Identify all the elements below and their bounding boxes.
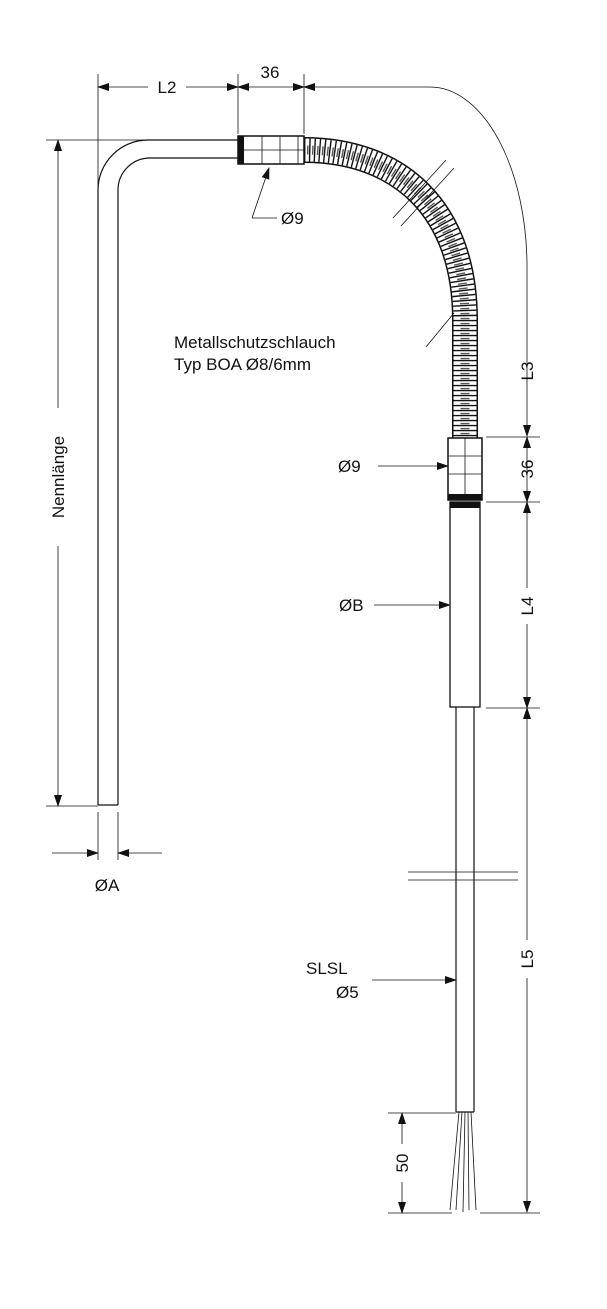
label-dia9-mid: Ø9 (338, 457, 449, 476)
dim-l2: L2 (97, 74, 305, 805)
dim-l4: L4 (486, 501, 540, 709)
dim-l5-label: L5 (518, 950, 537, 969)
hose-label-line1: Metallschutzschlauch (174, 333, 336, 352)
cable-slsl (408, 707, 518, 1113)
dim-nennlaenge-label: Nennlänge (49, 436, 68, 518)
dim-50: 50 (388, 1112, 456, 1214)
probe-tube (97, 139, 238, 806)
dim-nennlaenge: Nennlänge (46, 139, 150, 807)
label-hose: Metallschutzschlauch Typ BOA Ø8/6mm (174, 312, 455, 374)
dim-l5: L5 (480, 707, 540, 1214)
dim-side-36: 36 (486, 436, 540, 503)
dia-b-text: ØB (339, 596, 364, 615)
dim-dia-a: ØA (52, 812, 162, 895)
label-slsl: SLSL Ø5 (306, 959, 457, 1002)
dim-side-36-label: 36 (518, 460, 537, 479)
top-coupling (237, 135, 305, 165)
dim-l4-label: L4 (518, 597, 537, 616)
dia9-top-text: Ø9 (281, 209, 304, 228)
label-dia-b: ØB (339, 596, 451, 615)
dim-top-36: 36 (237, 63, 330, 91)
cable-wires (449, 1111, 477, 1213)
hose-label-line2: Typ BOA Ø8/6mm (174, 355, 311, 374)
dim-l3-label: L3 (518, 362, 537, 381)
label-dia9-top: Ø9 (251, 167, 304, 228)
dim-top-36-label: 36 (261, 63, 280, 82)
transition-sleeve (449, 501, 481, 708)
dim-l3: L3 (330, 86, 540, 438)
dim-dia-a-label: ØA (95, 876, 120, 895)
slsl-text-line2: Ø5 (336, 983, 359, 1002)
dia9-mid-text: Ø9 (338, 457, 361, 476)
slsl-text-line1: SLSL (306, 959, 348, 978)
dim-l2-label: L2 (158, 78, 177, 97)
metal-hose (303, 137, 478, 440)
middle-coupling (447, 437, 483, 501)
dim-50-label: 50 (393, 1154, 412, 1173)
